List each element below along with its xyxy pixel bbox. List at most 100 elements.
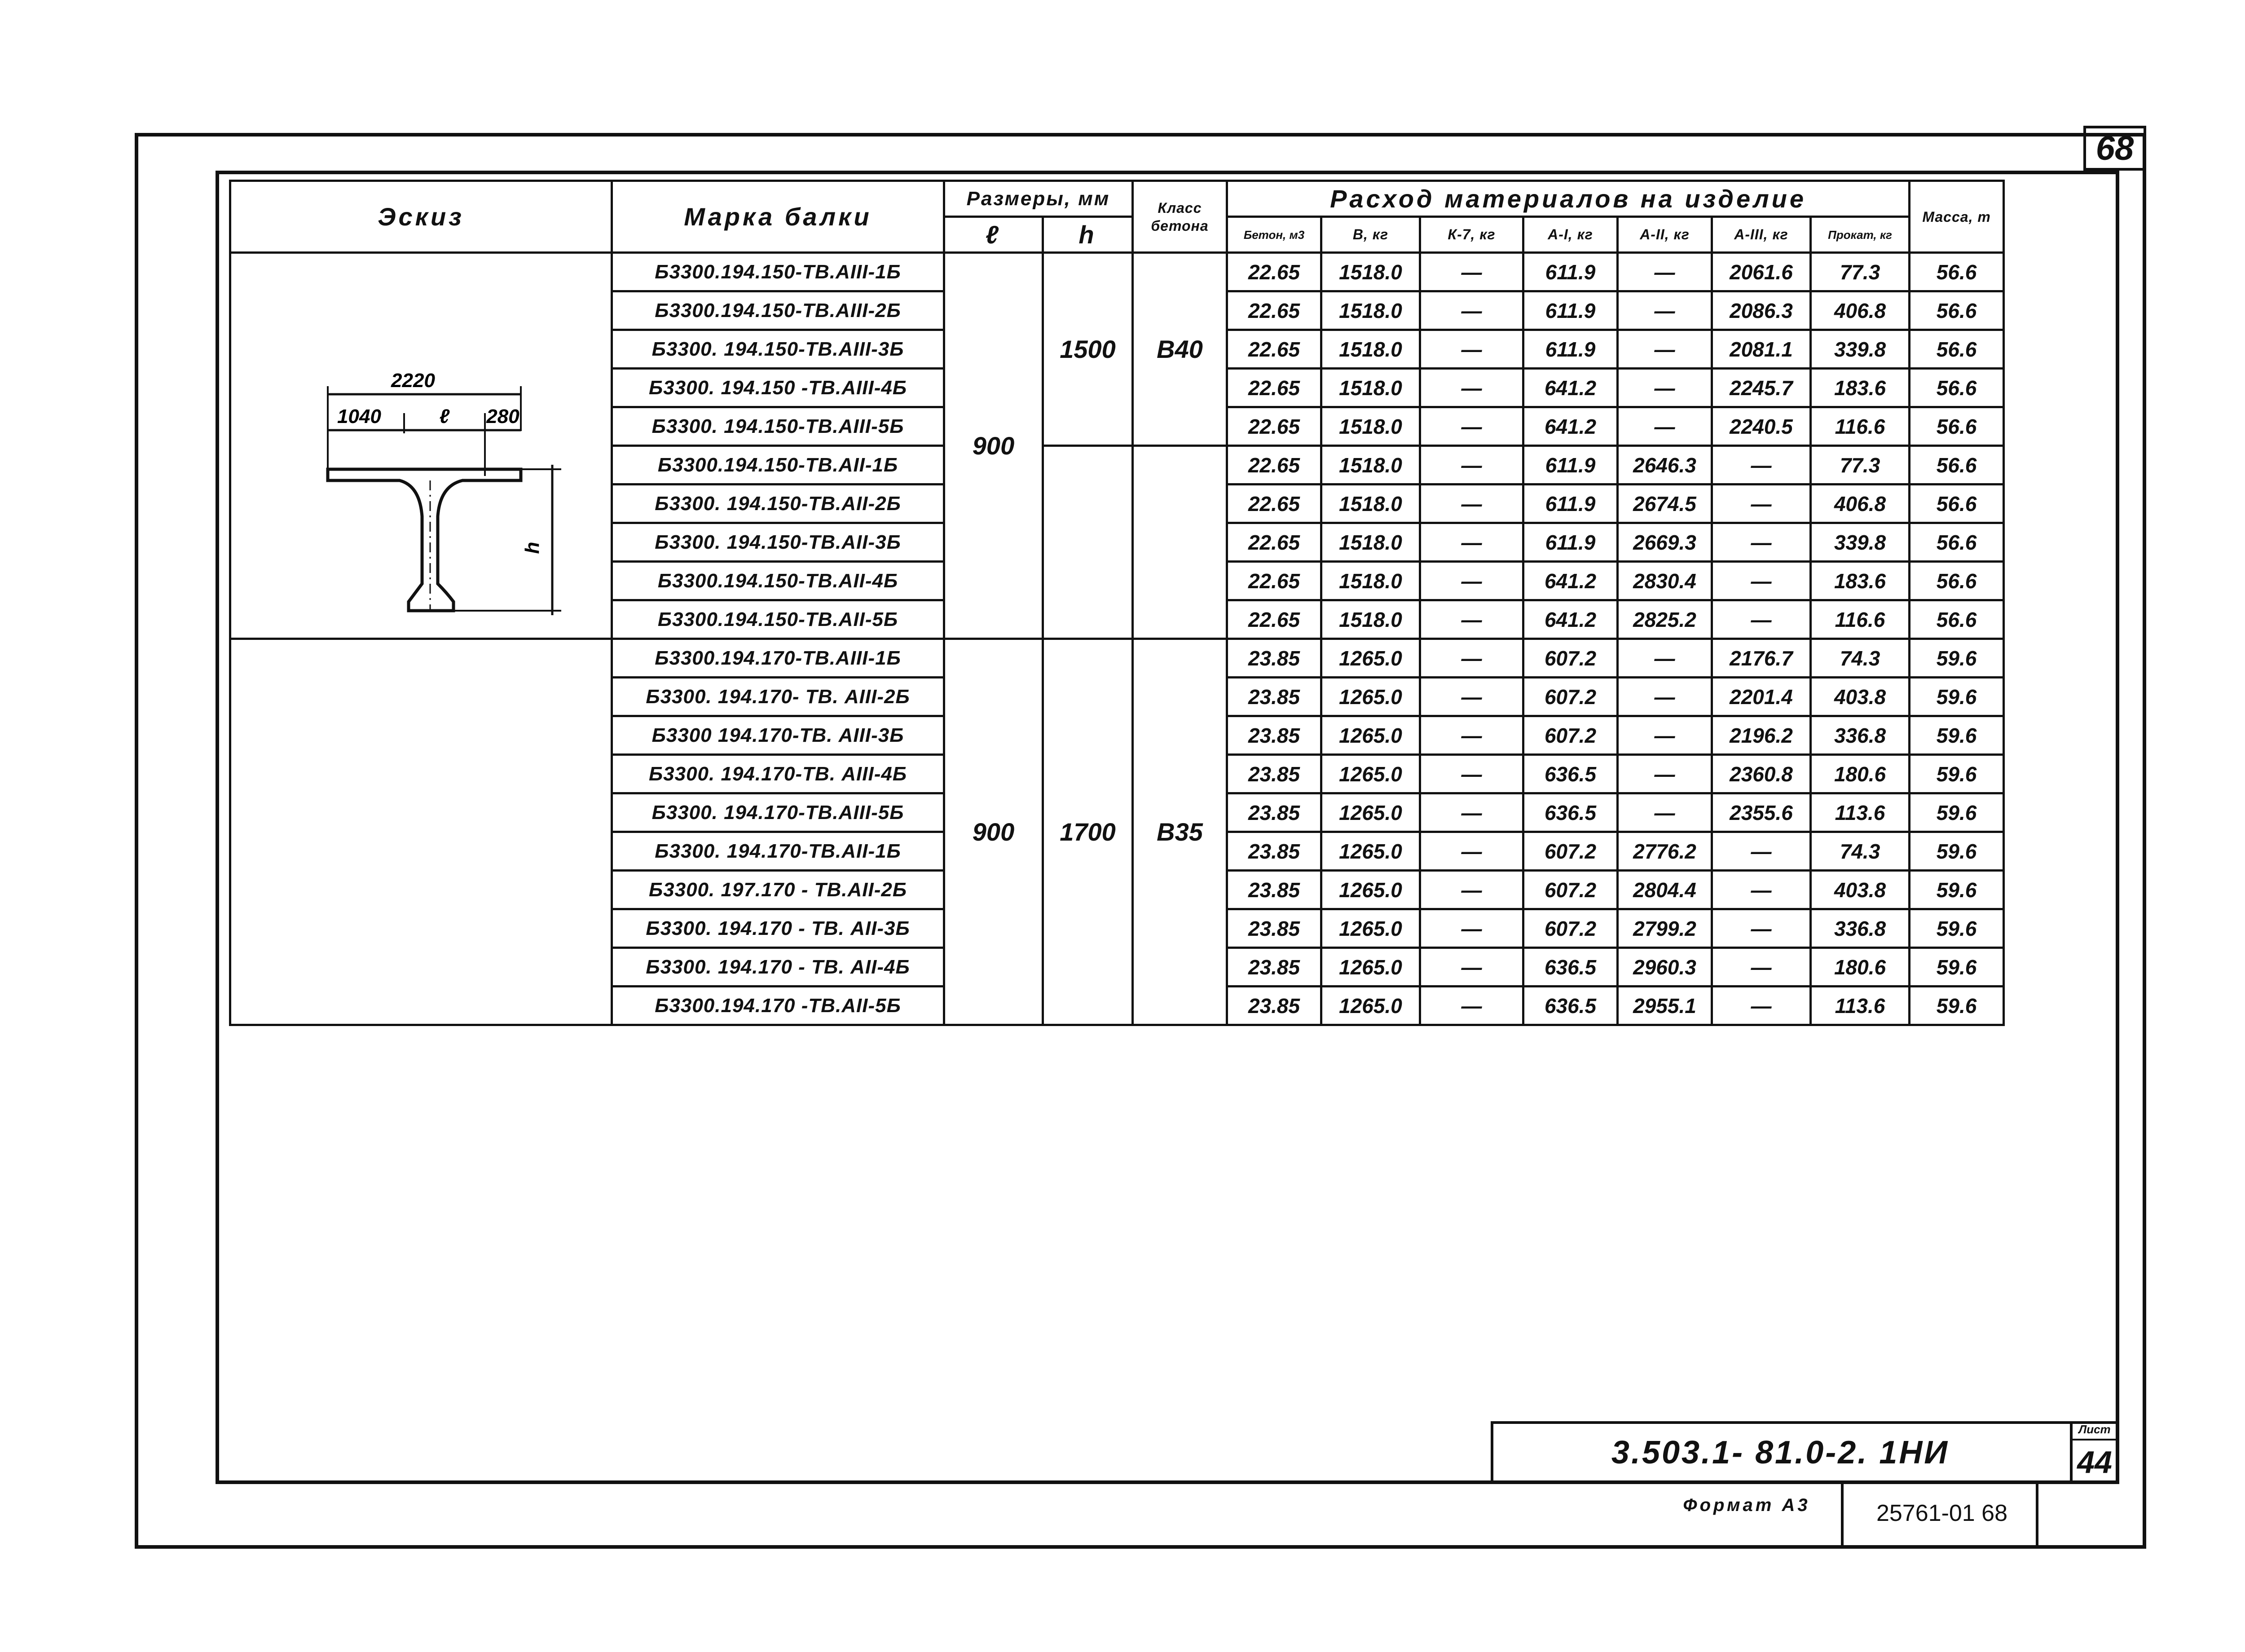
sheet-box: [2070, 1421, 2119, 1484]
cell-a1: 636.5: [1522, 753, 1619, 794]
cell-mark: Б3300. 194.170-ТВ.АII-1Б: [611, 831, 945, 872]
cell-a3: 2355.6: [1711, 792, 1812, 833]
cell-a2: 2646.3: [1616, 445, 1713, 485]
cell-mark: Б3300. 194.150-ТВ.АIII-5Б: [611, 406, 945, 447]
cell-a2: —: [1616, 367, 1713, 408]
cell-a3: 2240.5: [1711, 406, 1812, 447]
cell-concrete: 22.65: [1226, 290, 1322, 331]
table-row: Б3300. 194.170-ТВ.АII-1Б 23.85 1265.0 — …: [230, 831, 2005, 872]
cell-b: 1518.0: [1320, 560, 1421, 601]
cell-k7: —: [1419, 560, 1524, 601]
cell-concrete: 22.65: [1226, 367, 1322, 408]
cell-concrete: 22.65: [1226, 251, 1322, 292]
cell-mark: Б3300. 194.150-ТВ.АIII-3Б: [611, 329, 945, 370]
cell-a2: —: [1616, 753, 1713, 794]
cell-a1: 607.2: [1522, 869, 1619, 910]
cell-mark: Б3300. 194.150-ТВ.АII-2Б: [611, 483, 945, 524]
table-row: Б3300. 194.150-ТВ.АIII-3Б 22.65 1518.0 —…: [230, 329, 2005, 370]
cell-mass: 59.6: [1908, 985, 2005, 1026]
cell-concrete: 23.85: [1226, 792, 1322, 833]
cell-mark: Б3300. 194.170-ТВ. АIII-4Б: [611, 753, 945, 794]
cell-a3: —: [1711, 831, 1812, 872]
cell-a1: 611.9: [1522, 329, 1619, 370]
cell-k7: —: [1419, 329, 1524, 370]
beam-specification-table: Эскиз Марка балки Размеры, мм Класс бето…: [229, 180, 2005, 1026]
cell-mass: 59.6: [1908, 715, 2005, 756]
cell-mass: 56.6: [1908, 367, 2005, 408]
cell-k7: —: [1419, 715, 1524, 756]
table-row: Б3300. 194.170-ТВ.АIII-5Б 23.85 1265.0 —…: [230, 792, 2005, 833]
cell-a3: 2196.2: [1711, 715, 1812, 756]
cell-a1: 607.2: [1522, 908, 1619, 949]
cell-a3: 2245.7: [1711, 367, 1812, 408]
cell-k7: —: [1419, 599, 1524, 640]
cell-a3: —: [1711, 599, 1812, 640]
cell-a3: 2176.7: [1711, 638, 1812, 678]
cell-concrete: 22.65: [1226, 445, 1322, 485]
cell-mark: Б3300. 194.150 -ТВ.АIII-4Б: [611, 367, 945, 408]
table-row: Б3300.194.150-ТВ.АIII-2Б 22.65 1518.0 — …: [230, 290, 2005, 331]
cell-a3: 2201.4: [1711, 676, 1812, 717]
cell-b: 1265.0: [1320, 676, 1421, 717]
cell-k7: —: [1419, 947, 1524, 987]
cell-k7: —: [1419, 483, 1524, 524]
cell-concrete: 23.85: [1226, 947, 1322, 987]
header-rolled-kg: Прокат, кг: [1809, 216, 1911, 254]
cell-mark: Б3300.194.150-ТВ.АII-5Б: [611, 599, 945, 640]
cell-a2: 2669.3: [1616, 522, 1713, 563]
cell-a2: 2825.2: [1616, 599, 1713, 640]
cell-rolled: 116.6: [1809, 406, 1911, 447]
cell-k7: —: [1419, 869, 1524, 910]
cell-a3: —: [1711, 947, 1812, 987]
cell-mass: 56.6: [1908, 290, 2005, 331]
cell-b: 1518.0: [1320, 522, 1421, 563]
table-row: Б3300. 194.170 - ТВ. АII-4Б 23.85 1265.0…: [230, 947, 2005, 987]
cell-mark: Б3300. 194.170 - ТВ. АII-3Б: [611, 908, 945, 949]
header-k7-kg: К-7, кг: [1419, 216, 1524, 254]
cell-b: 1265.0: [1320, 985, 1421, 1026]
cell-b: 1265.0: [1320, 908, 1421, 949]
cell-dim-h-empty: [1042, 445, 1134, 640]
cell-concrete-class: В35: [1131, 638, 1228, 1026]
cell-a3: 2081.1: [1711, 329, 1812, 370]
cell-rolled: 403.8: [1809, 676, 1911, 717]
cell-b: 1518.0: [1320, 445, 1421, 485]
cell-mark: Б3300. 194.170-ТВ.АIII-5Б: [611, 792, 945, 833]
cell-concrete-class: В40: [1131, 251, 1228, 447]
cell-b: 1265.0: [1320, 753, 1421, 794]
archive-box: [1841, 1484, 2038, 1549]
cell-mark: Б3300 194.170-ТВ. АIII-3Б: [611, 715, 945, 756]
cell-k7: —: [1419, 638, 1524, 678]
cell-b: 1518.0: [1320, 483, 1421, 524]
cell-a1: 641.2: [1522, 560, 1619, 601]
cell-a3: 2086.3: [1711, 290, 1812, 331]
cell-k7: —: [1419, 908, 1524, 949]
cell-rolled: 77.3: [1809, 251, 1911, 292]
cell-a1: 636.5: [1522, 985, 1619, 1026]
sheet-number: 44: [2077, 1445, 2112, 1480]
cell-mass: 59.6: [1908, 638, 2005, 678]
cell-mass: 56.6: [1908, 483, 2005, 524]
cell-mass: 56.6: [1908, 445, 2005, 485]
table-row: Б3300.194.150-ТВ.АII-4Б 22.65 1518.0 — 6…: [230, 560, 2005, 601]
cell-a2: 2674.5: [1616, 483, 1713, 524]
cell-mass: 56.6: [1908, 522, 2005, 563]
cell-rolled: 74.3: [1809, 831, 1911, 872]
header-concrete-class: Класс бетона: [1131, 180, 1228, 254]
cell-rolled: 183.6: [1809, 367, 1911, 408]
format-label: Формат А3: [1683, 1495, 1810, 1515]
table-row: Б3300. 194.150-ТВ.АIII-5Б 22.65 1518.0 —…: [230, 406, 2005, 447]
cell-a3: —: [1711, 908, 1812, 949]
header-a3-kg: А-III, кг: [1711, 216, 1812, 254]
dim-h-label: h: [521, 542, 543, 554]
cell-a1: 611.9: [1522, 522, 1619, 563]
cell-rolled: 113.6: [1809, 985, 1911, 1026]
cell-a3: —: [1711, 522, 1812, 563]
table-row: Б3300.194.150-ТВ.АII-1Б 22.65 1518.0 — 6…: [230, 445, 2005, 640]
cell-concrete: 22.65: [1226, 329, 1322, 370]
table-row: Б3300. 197.170 - ТВ.АII-2Б 23.85 1265.0 …: [230, 869, 2005, 910]
cell-a3: 2360.8: [1711, 753, 1812, 794]
cell-k7: —: [1419, 251, 1524, 292]
cell-rolled: 77.3: [1809, 445, 1911, 485]
cell-concrete-class-empty: [1131, 445, 1228, 640]
